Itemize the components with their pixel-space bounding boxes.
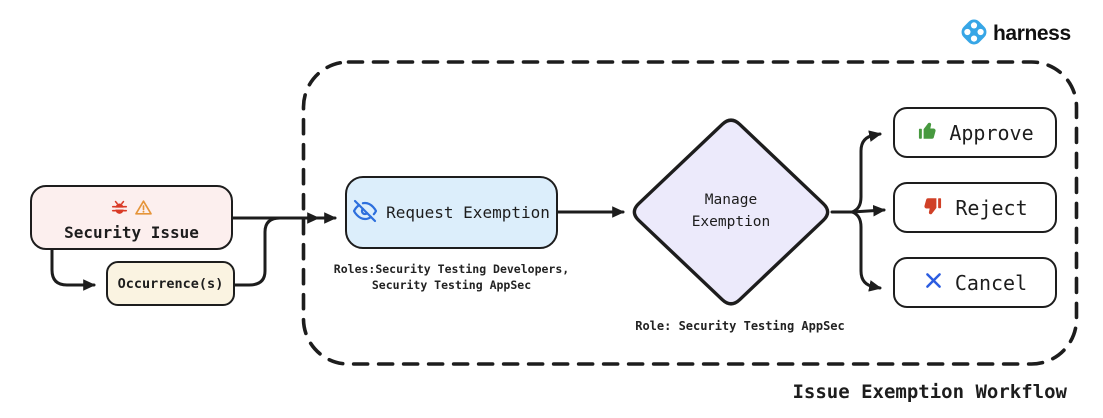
harness-brand: harness [958, 16, 1071, 52]
occurrence-label: Occurrence(s) [117, 275, 224, 292]
manage-exemption-label-line-1: Manage [704, 192, 758, 208]
request-exemption-label: Request Exemption [386, 203, 550, 222]
warning-triangle-icon [134, 198, 153, 221]
approve-node: Approve [893, 107, 1057, 158]
occurrence-node: Occurrence(s) [106, 261, 235, 306]
manage-exemption-diamond [632, 118, 830, 306]
approve-label: Approve [949, 120, 1034, 145]
edge-manage-to-approve [850, 130, 882, 214]
workflow-boundary [301, 60, 1079, 366]
thumbs-down-icon [922, 195, 944, 221]
reject-label: Reject [955, 195, 1028, 220]
harness-wordmark: harness [993, 22, 1071, 45]
request-exemption-roles-caption: Roles:Security Testing Developers, Secur… [331, 262, 572, 293]
manage-exemption-label-line-2: Exemption [691, 213, 771, 230]
eye-off-icon [353, 199, 378, 227]
roles-line-1: Roles:Security Testing Developers, [333, 262, 570, 276]
edge-security-to-occurrence [50, 248, 96, 291]
x-icon [923, 270, 944, 295]
roles-line-2: Security Testing AppSec [371, 277, 532, 292]
request-exemption-node: Request Exemption [345, 176, 558, 249]
cancel-node: Cancel [893, 257, 1057, 308]
diagram-title: Issue Exemption Workflow [792, 381, 1067, 403]
edge-manage-to-cancel [850, 210, 882, 292]
security-issue-node: Security Issue [30, 185, 233, 250]
security-issue-label: Security Issue [64, 222, 199, 242]
edge-manage-to-reject [850, 204, 886, 217]
thumbs-up-icon [916, 120, 938, 146]
reject-node: Reject [893, 182, 1057, 233]
bug-icon [110, 198, 129, 221]
manage-exemption-label: Manage Exemption [651, 190, 811, 234]
harness-logo-icon [958, 16, 990, 52]
manage-exemption-role-caption: Role: Security Testing AppSec [635, 319, 845, 333]
cancel-label: Cancel [954, 270, 1028, 295]
security-issue-icons [110, 198, 153, 221]
edge-occurrence-to-request [233, 212, 320, 287]
